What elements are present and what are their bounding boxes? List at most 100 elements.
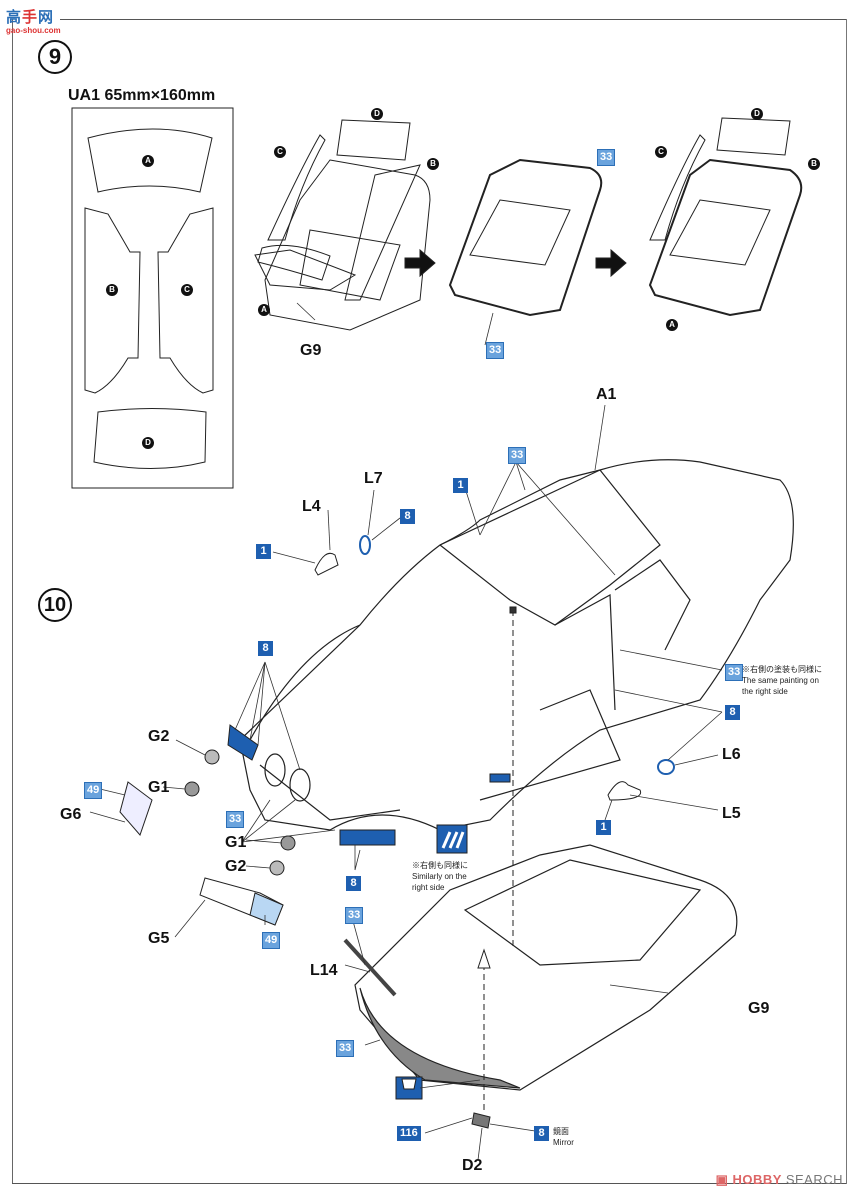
paint-code-33-bottom: 33 bbox=[486, 342, 505, 359]
note-en-1: Similarly on the bbox=[412, 872, 467, 881]
window-b bbox=[344, 164, 421, 301]
paint-code-8-handle: 8 bbox=[725, 705, 740, 720]
part-label-g1-top: G1 bbox=[148, 779, 170, 796]
part-label-a1: A1 bbox=[596, 386, 617, 403]
rearview-mirror-d2 bbox=[471, 1112, 491, 1129]
part-label-g2-top: G2 bbox=[148, 728, 170, 745]
template-piece-c bbox=[157, 207, 214, 394]
decal-sheet-title: UA1 65mm×160mm bbox=[68, 87, 216, 104]
part-label-g1-bottom: G1 bbox=[225, 834, 247, 851]
page-frame-right bbox=[846, 19, 847, 1184]
arrow-right-1 bbox=[404, 248, 436, 278]
note-jp: ※右側の塗装も同様に bbox=[742, 665, 822, 674]
paint-code-33-wiper: 33 bbox=[345, 907, 364, 924]
note-en-2: right side bbox=[412, 883, 445, 892]
step9-diagram3-body bbox=[648, 117, 803, 317]
part-g2-top bbox=[204, 749, 220, 765]
hobby-search-logo-icon: ▣ bbox=[715, 1172, 733, 1187]
template-piece-a bbox=[87, 128, 213, 193]
part-label-g5: G5 bbox=[148, 930, 170, 947]
window-d-placed bbox=[716, 117, 791, 156]
paint-code-8-mirror: 8 bbox=[534, 1126, 549, 1141]
part-label-l4: L4 bbox=[302, 498, 321, 515]
window-frame-g9 bbox=[264, 159, 431, 331]
paint-code-33-pillar: 33 bbox=[725, 664, 744, 681]
leader-lines bbox=[89, 150, 723, 1161]
part-label-l6: L6 bbox=[722, 746, 741, 763]
d1-label-b: B bbox=[427, 158, 439, 170]
mirror-glass-l7 bbox=[359, 535, 371, 555]
d3-label-b: B bbox=[808, 158, 820, 170]
part-g1-bottom bbox=[280, 835, 296, 851]
car-body-a1 bbox=[239, 459, 794, 831]
template-label-a: A bbox=[142, 155, 154, 167]
logo-char-3: 网 bbox=[38, 9, 55, 26]
headlight-right-blue bbox=[339, 829, 396, 846]
note-en-1: The same painting on bbox=[742, 676, 819, 685]
paint-code-1-l4: 1 bbox=[256, 544, 271, 559]
d1-label-d: D bbox=[371, 108, 383, 120]
m-emblem bbox=[436, 824, 468, 854]
search-text: SEARCH bbox=[785, 1172, 843, 1187]
paint-code-116-mirror: 116 bbox=[397, 1126, 421, 1141]
hobby-search-watermark: ▣ HOBBY SEARCH bbox=[716, 1172, 843, 1188]
window-c-placed bbox=[649, 134, 706, 241]
mirror-l5 bbox=[607, 781, 642, 801]
d1-label-a: A bbox=[258, 304, 270, 316]
template-label-b: B bbox=[106, 284, 118, 296]
window-a bbox=[257, 244, 331, 281]
note-right-side-painting: ※右側の塗装も同様に The same painting on the righ… bbox=[742, 664, 822, 697]
part-g2-bottom bbox=[269, 860, 285, 876]
template-sheet-outline bbox=[71, 107, 234, 489]
template-label-d: D bbox=[142, 437, 154, 449]
arrow-right-2 bbox=[595, 248, 627, 278]
windshield-trim-33 bbox=[359, 987, 521, 1089]
paint-code-8-l7: 8 bbox=[400, 509, 415, 524]
template-label-c: C bbox=[181, 284, 193, 296]
part-label-g9-step9: G9 bbox=[300, 342, 322, 359]
note-jp: ※右側も同様に bbox=[412, 861, 468, 870]
logo-char-1: 高 bbox=[6, 9, 23, 26]
window-d bbox=[336, 119, 411, 161]
window-c bbox=[267, 134, 326, 241]
mirror-l4 bbox=[314, 552, 339, 576]
paint-code-1-roof: 1 bbox=[453, 478, 468, 493]
part-label-g2-bottom: G2 bbox=[225, 858, 247, 875]
paint-code-1-mirror: 1 bbox=[596, 820, 611, 835]
page-frame-bottom bbox=[12, 1183, 846, 1184]
part-label-g9: G9 bbox=[748, 1000, 770, 1017]
part-g1-top bbox=[184, 781, 200, 797]
fender-badge bbox=[489, 773, 511, 783]
hobby-text: HOBBY bbox=[732, 1172, 782, 1187]
mirror-glass-l6 bbox=[657, 759, 675, 775]
part-g6 bbox=[119, 781, 153, 836]
note-similarly-right-side: ※右側も同様に Similarly on the right side bbox=[412, 860, 468, 893]
template-piece-b bbox=[84, 207, 141, 394]
step-10-marker: 10 bbox=[38, 588, 72, 622]
template-piece-d bbox=[93, 408, 207, 469]
paint-code-49-g6: 49 bbox=[84, 782, 103, 799]
d1-label-c: C bbox=[274, 146, 286, 158]
m-emblem-stripes bbox=[441, 831, 465, 849]
paint-code-33-roof: 33 bbox=[508, 447, 527, 464]
d3-label-d: D bbox=[751, 108, 763, 120]
watermark-url: gao-shou.com bbox=[6, 26, 61, 35]
part-label-l14: L14 bbox=[310, 962, 338, 979]
headlight-left-blue bbox=[227, 724, 259, 761]
paint-code-33-trim: 33 bbox=[336, 1040, 355, 1057]
part-label-l7: L7 bbox=[364, 470, 383, 487]
logo-char-2: 手 bbox=[22, 9, 39, 26]
part-label-d2: D2 bbox=[462, 1157, 483, 1174]
paint-code-33-top: 33 bbox=[597, 149, 616, 166]
note-mirror-surface: 鏡面 Mirror bbox=[553, 1126, 574, 1148]
assembly-arrow-up bbox=[477, 948, 491, 969]
kidney-grille-left bbox=[264, 753, 286, 787]
part-g5-lens bbox=[249, 892, 284, 926]
step9-diagram2-body bbox=[448, 158, 603, 317]
part-label-l5: L5 bbox=[722, 805, 741, 822]
note-en: Mirror bbox=[553, 1138, 574, 1147]
note-jp: 鏡面 bbox=[553, 1127, 569, 1136]
mount-point bbox=[509, 606, 517, 614]
paint-code-8-headlight-top: 8 bbox=[258, 641, 273, 656]
